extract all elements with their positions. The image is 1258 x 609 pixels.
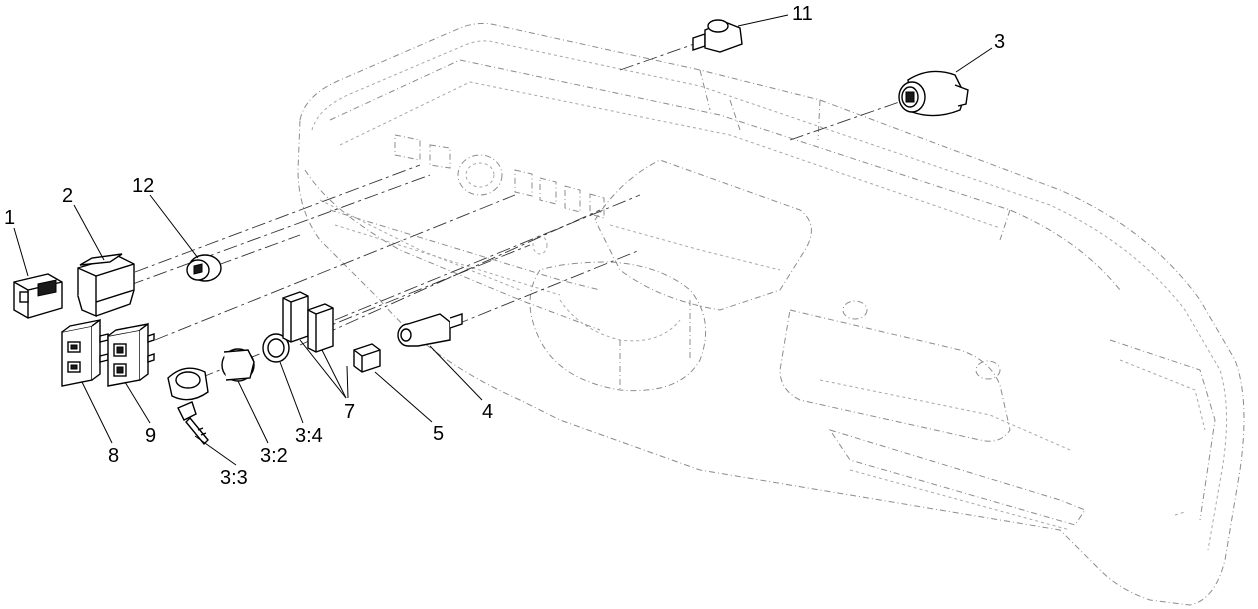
part-9-switch-block: [107, 322, 155, 387]
callout-3: 3: [994, 31, 1005, 53]
part-8-switch-block: [61, 318, 109, 387]
callout-3-3: 3:3: [220, 467, 248, 489]
part-3-4-washer: [262, 333, 290, 363]
part-5-cap: [353, 343, 381, 373]
part-7-blank-plugs: [282, 291, 334, 353]
part-1-rocker-switch: [13, 273, 63, 319]
callout-8: 8: [108, 445, 119, 467]
part-3-3-key: [167, 367, 209, 446]
callout-3-4: 3:4: [295, 425, 323, 447]
part-2-covered-switch: [77, 253, 135, 318]
callout-3-2: 3:2: [260, 445, 288, 467]
callout-11: 11: [792, 3, 813, 25]
callout-7: 7: [344, 401, 355, 423]
callout-12: 12: [132, 175, 154, 197]
callout-2: 2: [62, 185, 73, 207]
part-3-2-nut: [221, 348, 255, 382]
callout-labels: 1 2 12 11 3 8 9 3:3 3:2 3:4 7 5 4: [4, 3, 1005, 489]
callout-9: 9: [145, 425, 156, 447]
part-3-ignition-switch: [898, 70, 969, 117]
part-4-power-socket: [397, 313, 463, 347]
part-12-knob: [186, 254, 222, 282]
callout-5: 5: [433, 423, 444, 445]
part-11-indicator-bulb: [692, 19, 743, 53]
leader-lines: [13, 14, 993, 466]
assembly-center-lines: [129, 41, 906, 379]
callout-1: 1: [4, 207, 15, 229]
callout-4: 4: [482, 401, 493, 423]
